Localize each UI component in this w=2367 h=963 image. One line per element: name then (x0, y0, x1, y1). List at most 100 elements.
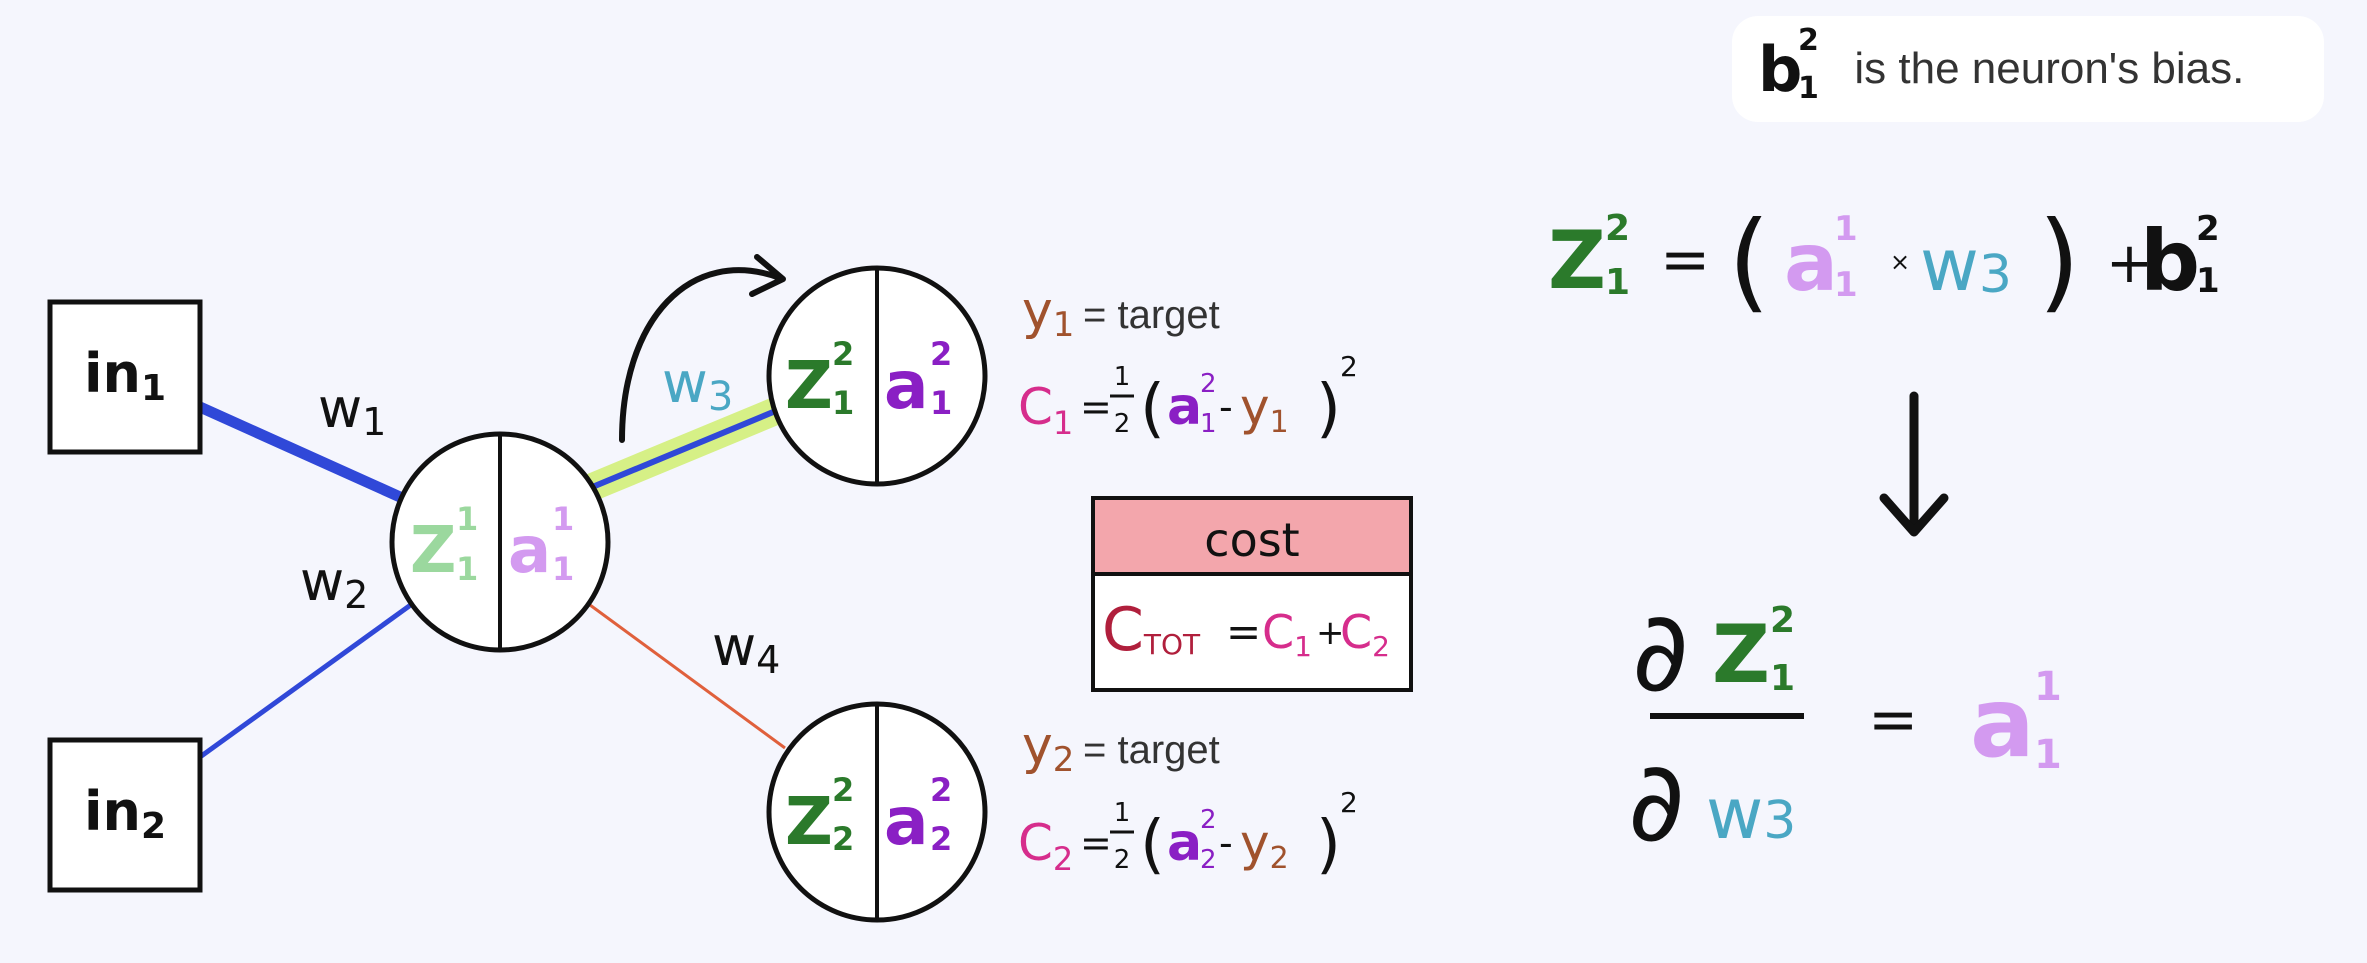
output1-z-sup: 2 (832, 335, 854, 373)
hidden-z-label: Z (410, 514, 456, 588)
svg-text:∂: ∂ (1632, 588, 1689, 716)
input-label-1: in1 (84, 342, 166, 409)
svg-text:+: + (2106, 231, 2153, 296)
svg-text:): ) (1316, 372, 1341, 446)
cost-formula-2: C2 = 1 2 ( a 2 2 - y2 ) 2 (1018, 786, 1358, 882)
input-box-1 (47, 299, 203, 455)
svg-text:(: ( (1728, 199, 1770, 324)
svg-text:Z: Z (1548, 214, 1606, 307)
svg-text:= target: = target (1083, 293, 1220, 337)
output1-a-sup: 2 (930, 335, 952, 373)
input-label-2: in2 (84, 780, 166, 847)
svg-text:2: 2 (2196, 209, 2220, 249)
svg-text:1: 1 (2034, 664, 2062, 710)
weight-label-w3: w3 (662, 351, 733, 420)
svg-text:w3: w3 (1706, 773, 1796, 855)
weight-label-w2: w2 (300, 550, 368, 617)
output2-a-sup: 2 (930, 771, 952, 809)
svg-text:+: + (1316, 613, 1345, 653)
backprop-arrow (619, 267, 783, 443)
svg-text:(: ( (1140, 808, 1165, 882)
bias-note-text: is the neuron's bias. (1854, 44, 2245, 93)
svg-text:C2: C2 (1340, 605, 1390, 663)
svg-text:y1: y1 (1022, 281, 1074, 345)
svg-text:2: 2 (1605, 208, 1630, 249)
target-1-line: y1 = target (1022, 281, 1220, 345)
connection-in1-hidden (197, 401, 403, 503)
output2-z-sup: 2 (832, 771, 854, 809)
output2-z-label: Z (785, 783, 833, 860)
svg-text:a: a (1784, 216, 1838, 309)
cost-box-title: cost (1204, 513, 1299, 567)
hidden-a-sub: 1 (552, 550, 574, 588)
cost-box: cost CTOT = C1 + C2 (1091, 496, 1413, 692)
svg-text:2: 2 (1200, 369, 1217, 399)
connection-in2-hidden (198, 601, 414, 760)
svg-text:=: = (1080, 821, 1112, 865)
hidden-a-label: a (508, 514, 551, 588)
svg-text:2: 2 (1340, 786, 1358, 819)
z-equation: Z 2 1 = ( a 1 1 × w3 ) + b 2 1 (1548, 199, 2220, 324)
hidden-a-sup: 1 (552, 500, 574, 538)
svg-text:1: 1 (2196, 261, 2220, 301)
weight-label-w1: w1 (318, 377, 386, 444)
svg-text:1: 1 (1114, 798, 1131, 828)
svg-text:Z: Z (1712, 608, 1770, 701)
input-box-2 (47, 737, 203, 893)
svg-text:=: = (1080, 385, 1112, 429)
svg-text:2: 2 (1114, 845, 1131, 875)
svg-text:∂: ∂ (1628, 738, 1685, 866)
down-arrowhead (1879, 493, 1949, 537)
svg-text:1: 1 (1770, 658, 1795, 699)
hidden-z-sup: 1 (456, 500, 478, 538)
svg-text:C1: C1 (1262, 605, 1312, 663)
svg-text:a: a (1167, 377, 1202, 437)
derivative-equation: ∂ Z 2 1 ∂ w3 = a 1 1 (1628, 588, 2062, 866)
output1-z-sub: 1 (832, 384, 854, 422)
svg-text:×: × (1890, 248, 1910, 276)
output2-z-sub: 2 (832, 820, 854, 858)
svg-text:1: 1 (1605, 262, 1630, 303)
connection-hidden-out2 (589, 603, 786, 750)
svg-text:a: a (1970, 667, 2035, 779)
svg-text:1: 1 (1200, 409, 1217, 439)
output1-a-sub: 1 (930, 384, 952, 422)
svg-text:y2: y2 (1240, 814, 1289, 876)
svg-text:y2: y2 (1022, 716, 1074, 780)
svg-text:a: a (1167, 813, 1202, 873)
svg-text:-: - (1219, 821, 1233, 865)
svg-text:=: = (1660, 225, 1710, 295)
target-2-line: y2 = target (1022, 716, 1220, 780)
svg-text:1: 1 (1834, 265, 1858, 305)
svg-text:2: 2 (1114, 409, 1131, 439)
svg-text:CTOT: CTOT (1102, 595, 1201, 665)
cost-formula-1: C1 = 1 2 ( a 2 1 - y1 ) 2 (1018, 350, 1358, 446)
svg-text:=: = (1868, 685, 1918, 755)
svg-text:2: 2 (1340, 350, 1358, 383)
weight-label-w4: w4 (712, 615, 780, 682)
output1-z-label: Z (785, 347, 833, 424)
output2-a-sub: 2 (930, 820, 952, 858)
connection-hidden-out1 (588, 407, 780, 491)
hidden-z-sub: 1 (456, 550, 478, 588)
svg-text:-: - (1219, 385, 1233, 429)
output1-a-label: a (884, 347, 929, 424)
svg-text:1: 1 (2034, 732, 2062, 778)
svg-text:= target: = target (1083, 728, 1220, 772)
svg-text:=: = (1226, 607, 1261, 656)
svg-text:b: b (2140, 212, 2200, 310)
svg-text:C1: C1 (1018, 378, 1073, 442)
svg-text:): ) (2038, 199, 2080, 324)
svg-text:y1: y1 (1240, 378, 1289, 440)
svg-text:1: 1 (1114, 362, 1131, 392)
backprop-arrowhead (749, 254, 786, 297)
svg-text:1: 1 (1834, 209, 1858, 249)
svg-text:C2: C2 (1018, 814, 1073, 878)
output2-a-label: a (884, 783, 929, 860)
svg-text:w3: w3 (1920, 223, 2012, 307)
svg-text:2: 2 (1770, 600, 1795, 641)
svg-text:2: 2 (1200, 845, 1217, 875)
